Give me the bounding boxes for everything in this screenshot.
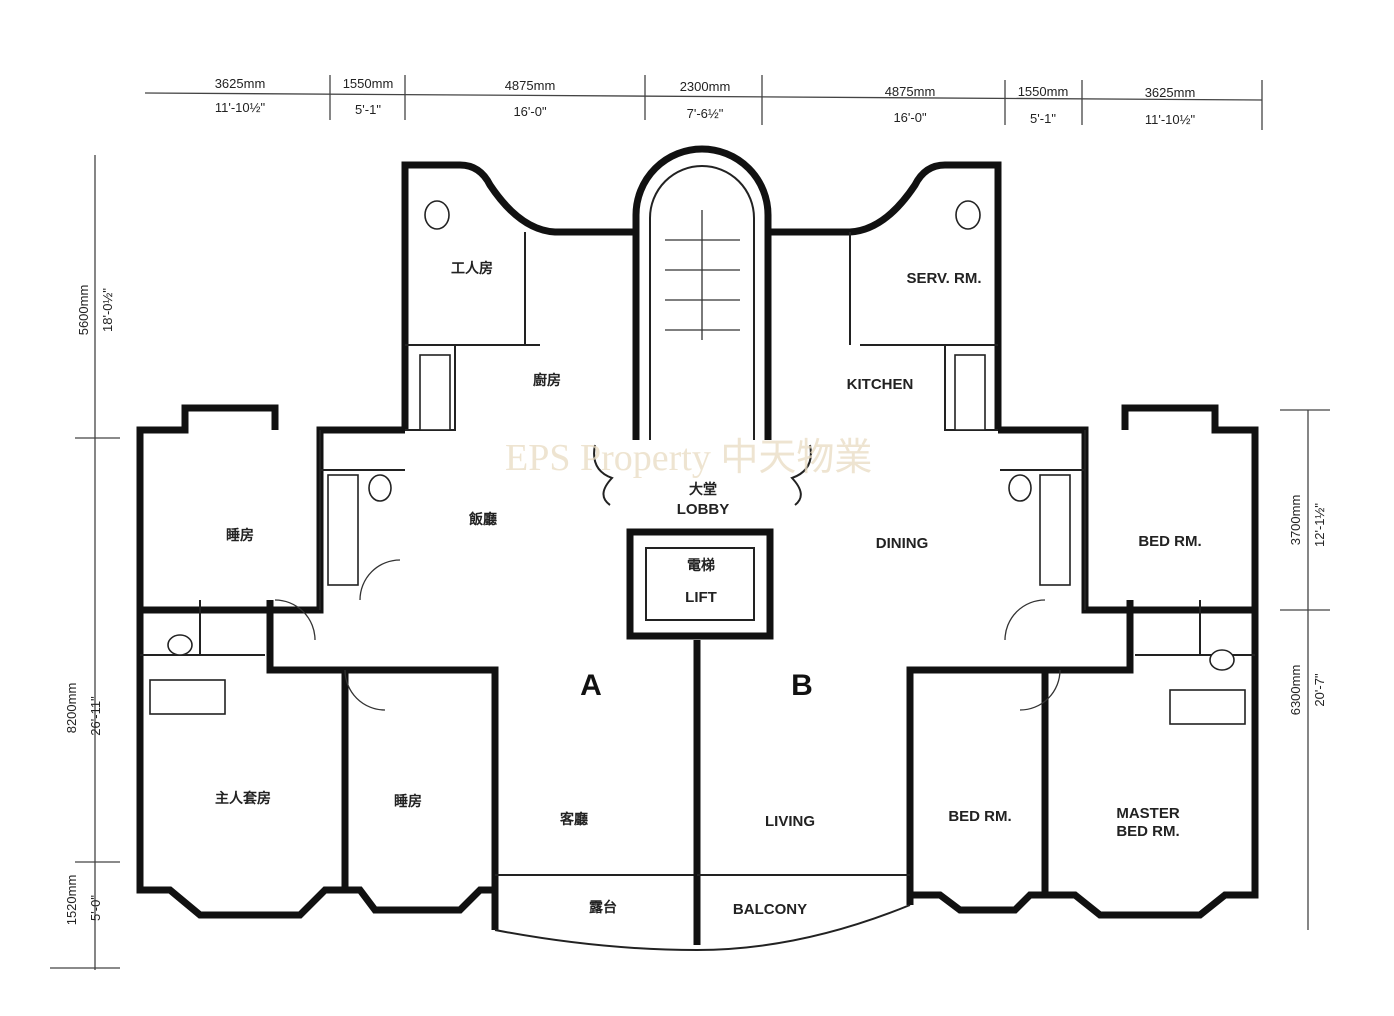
right-dimensions: 3700mm 12'-1½" 6300mm 20'-7" (1280, 409, 1330, 930)
room-a-balcony: 露台 (589, 899, 617, 916)
room-a-kitchen: 廚房 (533, 372, 561, 389)
dim-top-2-ft: 5'-1" (355, 102, 381, 117)
toilet-icon (368, 474, 392, 502)
bathtub-icon (1039, 474, 1071, 586)
room-b-dining: DINING (876, 535, 929, 552)
stairs-hatch-icon (954, 354, 986, 431)
dim-top-1-mm: 3625mm (215, 76, 266, 91)
room-b-living: LIVING (765, 813, 815, 830)
dim-top-6-ft: 5'-1" (1030, 111, 1056, 126)
dim-right-2-mm: 6300mm (1288, 665, 1303, 716)
room-b-bedroom1: BED RM. (1138, 533, 1201, 550)
dim-left-3-mm: 1520mm (64, 875, 79, 926)
dim-top-5-mm: 4875mm (885, 84, 936, 99)
dim-left-1-ft: 18'-0½" (100, 288, 115, 332)
dim-top-6-mm: 1550mm (1018, 84, 1069, 99)
room-a-servant: 工人房 (451, 260, 493, 277)
lift-label-zh: 電梯 (687, 557, 715, 574)
dim-left-3-ft: 5'-0" (88, 895, 103, 921)
dim-top-4-ft: 7'-6½" (687, 106, 724, 121)
room-b-master-line1: MASTER (1116, 805, 1180, 822)
bathtub-icon (149, 679, 226, 715)
room-b-servant: SERV. RM. (906, 270, 981, 287)
toilet-icon (1008, 474, 1032, 502)
dim-left-2-mm: 8200mm (64, 683, 79, 734)
room-b-master-line2: BED RM. (1116, 823, 1179, 840)
toilet-icon (955, 200, 981, 230)
dim-left-1-mm: 5600mm (76, 285, 91, 336)
toilet-icon (1209, 649, 1235, 671)
bathtub-icon (327, 474, 359, 586)
dim-top-3-ft: 16'-0" (513, 104, 547, 119)
toilet-icon (424, 200, 450, 230)
dim-top-7-mm: 3625mm (1145, 85, 1196, 100)
left-dimensions: 5600mm 18'-0½" 8200mm 26'-11" 1520mm 5'-… (50, 155, 120, 970)
dim-top-3-mm: 4875mm (505, 78, 556, 93)
lobby-label: LOBBY (677, 501, 730, 518)
toilet-icon (167, 634, 193, 656)
lift-label: LIFT (685, 589, 717, 606)
unit-a-label: A (580, 669, 602, 702)
room-a-bedroom1: 睡房 (226, 527, 254, 544)
stairs-hatch-icon (419, 354, 451, 431)
room-a-bedroom2: 睡房 (394, 793, 422, 810)
dim-top-7-ft: 11'-10½" (1145, 112, 1196, 127)
room-b-balcony: BALCONY (733, 901, 807, 918)
room-a-living: 客廳 (559, 811, 588, 828)
walls (136, 145, 1259, 951)
dim-top-4-mm: 2300mm (680, 79, 731, 94)
lobby-label-zh: 大堂 (689, 481, 717, 498)
room-b-bedroom2: BED RM. (948, 808, 1011, 825)
dim-right-1-mm: 3700mm (1288, 495, 1303, 546)
watermark: EPS Property 中天物業 (505, 437, 872, 479)
room-a-master: 主人套房 (215, 790, 271, 807)
dim-top-2-mm: 1550mm (343, 76, 394, 91)
fixtures (149, 200, 1246, 725)
room-a-dining: 飯廳 (468, 511, 497, 528)
dim-right-2-ft: 20'-7" (1312, 673, 1327, 707)
dim-top-5-ft: 16'-0" (893, 110, 927, 125)
dim-top-1-ft: 11'-10½" (215, 100, 266, 115)
top-dimensions: 3625mm 11'-10½" 1550mm 5'-1" 4875mm 16'-… (144, 75, 1263, 130)
dim-right-1-ft: 12'-1½" (1312, 503, 1327, 547)
bathtub-icon (1169, 689, 1246, 725)
room-b-kitchen: KITCHEN (847, 376, 914, 393)
unit-b-label: B (791, 669, 813, 702)
dim-left-2-ft: 26'-11" (88, 696, 103, 736)
